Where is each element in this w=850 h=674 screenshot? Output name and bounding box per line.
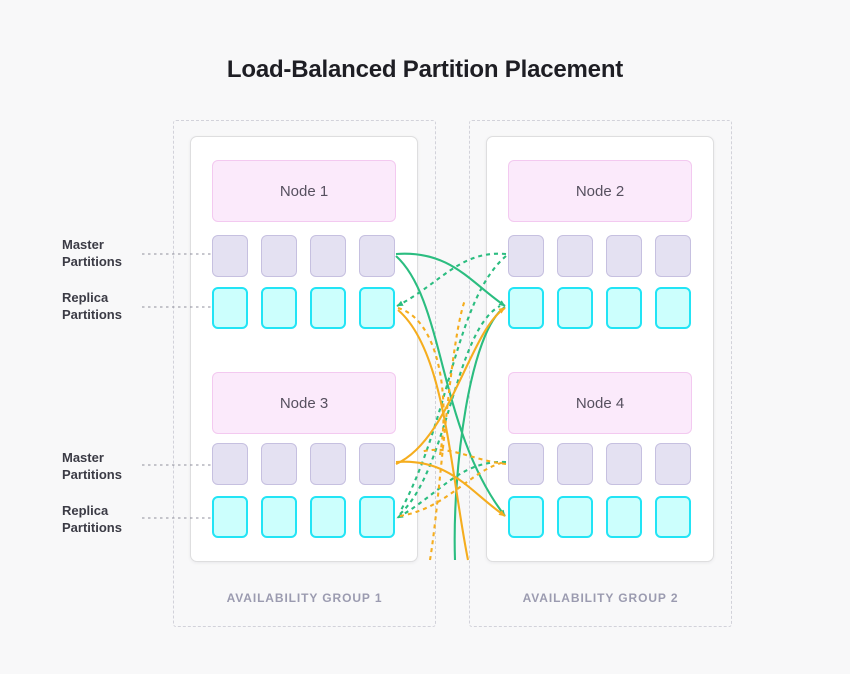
node-box-node-4[interactable]: Node 4 <box>508 372 692 434</box>
node2-replica-partition-4[interactable] <box>655 287 691 329</box>
node1-master-partition-4[interactable] <box>359 235 395 277</box>
node1-master-partition-2[interactable] <box>261 235 297 277</box>
node4-master-partition-3[interactable] <box>606 443 642 485</box>
node3-master-partition-4[interactable] <box>359 443 395 485</box>
node1-master-partition-3[interactable] <box>310 235 346 277</box>
node1-replica-partition-4[interactable] <box>359 287 395 329</box>
label-line-2: Partitions <box>62 520 122 535</box>
node3-replica-partition-2[interactable] <box>261 496 297 538</box>
label-line-2: Partitions <box>62 254 122 269</box>
node3-master-partition-3[interactable] <box>310 443 346 485</box>
node2-replica-partition-3[interactable] <box>606 287 642 329</box>
node4-replica-partition-3[interactable] <box>606 496 642 538</box>
label-line-1: Replica <box>62 503 109 518</box>
node3-master-partition-1[interactable] <box>212 443 248 485</box>
node4-master-partition-2[interactable] <box>557 443 593 485</box>
node-label: Node 1 <box>279 182 329 200</box>
node3-replica-partition-3[interactable] <box>310 496 346 538</box>
node1-replica-partition-1[interactable] <box>212 287 248 329</box>
node4-replica-partition-1[interactable] <box>508 496 544 538</box>
node2-master-partition-1[interactable] <box>508 235 544 277</box>
node2-master-partition-4[interactable] <box>655 235 691 277</box>
availability-group-1-label: AVAILABILITY GROUP 1 <box>226 591 383 605</box>
label-replica-partitions-top: Replica Partitions <box>62 289 182 323</box>
node4-master-partition-4[interactable] <box>655 443 691 485</box>
node4-replica-partition-2[interactable] <box>557 496 593 538</box>
label-master-partitions-bottom: Master Partitions <box>62 449 182 483</box>
node3-replica-partition-4[interactable] <box>359 496 395 538</box>
node-label: Node 3 <box>279 394 329 412</box>
node4-replica-partition-4[interactable] <box>655 496 691 538</box>
node2-replica-partition-2[interactable] <box>557 287 593 329</box>
node2-master-partition-3[interactable] <box>606 235 642 277</box>
node1-master-partition-1[interactable] <box>212 235 248 277</box>
label-line-1: Master <box>62 237 104 252</box>
node2-master-partition-2[interactable] <box>557 235 593 277</box>
node-box-node-2[interactable]: Node 2 <box>508 160 692 222</box>
label-master-partitions-top: Master Partitions <box>62 236 182 270</box>
node-box-node-1[interactable]: Node 1 <box>212 160 396 222</box>
node-label: Node 2 <box>575 182 625 200</box>
node-label: Node 4 <box>575 394 625 412</box>
node4-master-partition-1[interactable] <box>508 443 544 485</box>
page-title: Load-Balanced Partition Placement <box>226 56 624 83</box>
node3-replica-partition-1[interactable] <box>212 496 248 538</box>
node3-master-partition-2[interactable] <box>261 443 297 485</box>
node1-replica-partition-3[interactable] <box>310 287 346 329</box>
label-line-1: Replica <box>62 290 109 305</box>
node1-replica-partition-2[interactable] <box>261 287 297 329</box>
availability-group-2-label: AVAILABILITY GROUP 2 <box>522 591 679 605</box>
label-line-2: Partitions <box>62 467 122 482</box>
label-line-2: Partitions <box>62 307 122 322</box>
node2-replica-partition-1[interactable] <box>508 287 544 329</box>
node-box-node-3[interactable]: Node 3 <box>212 372 396 434</box>
label-replica-partitions-bottom: Replica Partitions <box>62 502 182 536</box>
label-line-1: Master <box>62 450 104 465</box>
